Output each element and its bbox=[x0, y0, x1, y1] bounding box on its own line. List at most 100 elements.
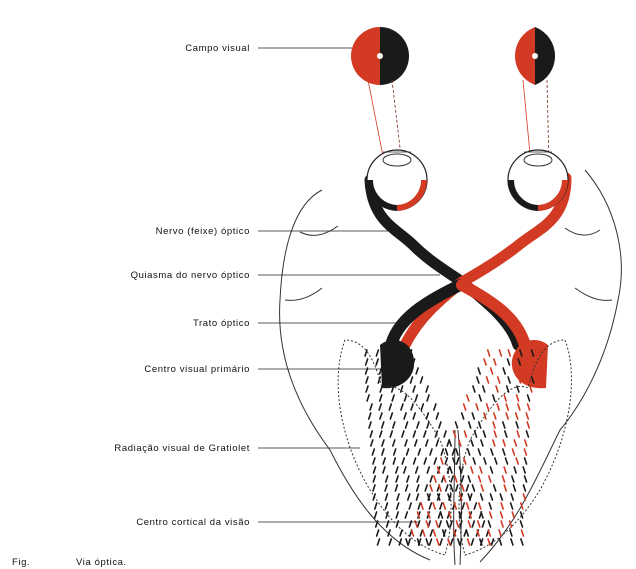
radiation-stroke bbox=[418, 449, 420, 455]
radiation-stroke bbox=[479, 395, 481, 401]
radiation-stroke bbox=[439, 521, 441, 527]
radiation-stroke bbox=[491, 368, 493, 374]
radiation-stroke bbox=[375, 512, 377, 518]
radiation-stroke bbox=[511, 539, 513, 545]
radiation-stroke bbox=[520, 521, 522, 527]
radiation-stroke bbox=[507, 386, 509, 392]
radiation-stroke bbox=[487, 377, 489, 383]
radiation-stroke bbox=[506, 404, 508, 410]
radiation-stroke bbox=[424, 458, 426, 464]
radiation-stroke bbox=[503, 449, 505, 455]
label-cortical-center: Centro cortical da visão bbox=[136, 517, 250, 528]
radiation-stroke bbox=[430, 530, 432, 536]
radiation-stroke bbox=[426, 521, 428, 527]
radiation-stroke bbox=[390, 413, 392, 419]
radiation-stroke bbox=[418, 503, 420, 509]
radiation-stroke bbox=[489, 503, 491, 509]
radiation-stroke bbox=[495, 458, 497, 464]
radiation-stroke bbox=[444, 476, 446, 482]
radiation-stroke bbox=[481, 485, 483, 491]
radiation-stroke bbox=[413, 386, 415, 392]
right-eye bbox=[508, 150, 568, 210]
radiation-stroke bbox=[494, 359, 496, 365]
radiation-stroke bbox=[472, 413, 474, 419]
radiation-stroke bbox=[427, 422, 429, 428]
radiation-stroke bbox=[415, 440, 417, 446]
visual-field-right bbox=[515, 27, 555, 85]
primary-visual-center-left bbox=[380, 340, 414, 388]
radiation-stroke bbox=[521, 539, 523, 545]
radiation-stroke bbox=[413, 413, 415, 419]
figure-caption: Fig. Via óptica. bbox=[12, 557, 127, 568]
radiation-stroke bbox=[493, 395, 495, 401]
radiation-stroke bbox=[512, 449, 514, 455]
radiation-stroke bbox=[516, 413, 518, 419]
radiation-stroke bbox=[502, 476, 504, 482]
radiation-stroke bbox=[380, 395, 382, 401]
left-eye bbox=[367, 150, 427, 210]
radiation-stroke bbox=[402, 431, 404, 437]
radiation-stroke bbox=[416, 494, 418, 500]
radiation-stroke bbox=[373, 494, 375, 500]
radiation-stroke bbox=[416, 467, 418, 473]
radiation-stroke bbox=[490, 494, 492, 500]
radiation-stroke bbox=[462, 503, 464, 509]
radiation-stroke bbox=[405, 395, 407, 401]
radiation-stroke bbox=[501, 512, 503, 518]
radiation-stroke bbox=[501, 521, 503, 527]
radiation-stroke bbox=[380, 431, 382, 437]
radiation-stroke bbox=[417, 476, 419, 482]
radiation-stroke bbox=[487, 404, 489, 410]
radiation-stroke bbox=[407, 449, 409, 455]
radiation-stroke bbox=[424, 431, 426, 437]
radiation-stroke bbox=[407, 476, 409, 482]
radiation-stroke bbox=[483, 431, 485, 437]
radiation-stroke bbox=[499, 350, 501, 356]
radiation-stroke bbox=[454, 503, 456, 509]
radiation-stroke bbox=[523, 485, 525, 491]
radiation-stroke bbox=[455, 476, 457, 482]
radiation-stroke bbox=[525, 440, 527, 446]
radiation-stroke bbox=[471, 467, 473, 473]
radiation-stroke bbox=[426, 539, 428, 545]
radiation-stroke bbox=[498, 377, 500, 383]
radiation-stroke bbox=[444, 431, 446, 437]
radiation-stroke bbox=[414, 458, 416, 464]
radiation-stroke bbox=[427, 395, 429, 401]
radiation-stroke bbox=[488, 530, 490, 536]
radiation-stroke bbox=[468, 539, 470, 545]
radiation-stroke bbox=[441, 458, 443, 464]
radiation-stroke bbox=[389, 404, 391, 410]
radiation-stroke bbox=[481, 512, 483, 518]
radiation-stroke bbox=[392, 395, 394, 401]
radiation-stroke bbox=[493, 440, 495, 446]
radiation-stroke bbox=[523, 467, 525, 473]
radiation-stroke bbox=[397, 503, 399, 509]
radiation-stroke bbox=[369, 413, 371, 419]
radiation-stroke bbox=[494, 485, 496, 491]
radiation-stroke bbox=[518, 404, 520, 410]
label-optic-tract: Trato óptico bbox=[193, 318, 250, 329]
radiation-stroke bbox=[466, 530, 468, 536]
radiation-stroke bbox=[490, 467, 492, 473]
radiation-stroke bbox=[406, 539, 408, 545]
radiation-stroke bbox=[512, 476, 514, 482]
radiation-stroke bbox=[420, 377, 422, 383]
radiation-stroke bbox=[467, 395, 469, 401]
radiation-stroke bbox=[369, 422, 371, 428]
radiation-stroke bbox=[462, 476, 464, 482]
radiation-stroke bbox=[456, 449, 458, 455]
radiation-stroke bbox=[516, 458, 518, 464]
radiation-stroke bbox=[491, 449, 493, 455]
radiation-stroke bbox=[404, 467, 406, 473]
radiation-stroke bbox=[405, 512, 407, 518]
radiation-stroke bbox=[472, 521, 474, 527]
radiation-stroke bbox=[377, 539, 379, 545]
radiation-stroke bbox=[372, 449, 374, 455]
radiation-stroke bbox=[410, 377, 412, 383]
radiation-stroke bbox=[417, 422, 419, 428]
radiation-stroke bbox=[402, 458, 404, 464]
radiation-stroke bbox=[501, 503, 503, 509]
radiation-stroke bbox=[413, 431, 415, 437]
radiation-stroke bbox=[390, 431, 392, 437]
